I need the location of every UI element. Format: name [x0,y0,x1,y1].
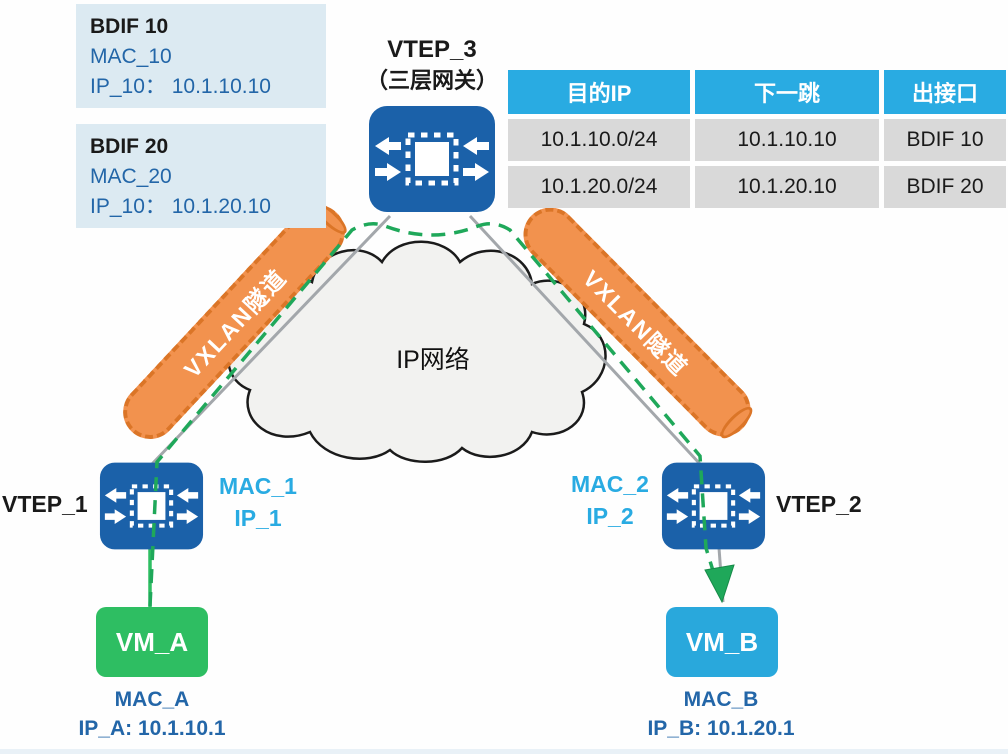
link-vtep2-vmb [717,547,725,603]
vxlan-tunnel-left: VXLAN隧道 [111,193,357,451]
vm-b-label: VM_B [685,626,759,657]
vxlan-tunnel-left-label: VXLAN隧道 [178,264,293,383]
routing-table: 目的IP 下一跳 出接口 10.1.10.0/24 10.1.10.10 BDI… [508,70,1006,208]
routing-table-header-next-hop: 下一跳 [695,70,879,114]
routing-table-cell: 10.1.20.0/24 [508,166,690,208]
vm-a-ip: IP_A: 10.1.10.1 [78,716,226,740]
routing-table-header-out-interface: 出接口 [884,70,1006,114]
routing-table-cell: 10.1.20.10 [695,166,879,208]
routing-table-header-dest-ip: 目的IP [508,70,690,114]
vtep2-router-icon [660,461,767,551]
vtep1-addr-label: MAC_1 IP_1 [198,470,318,534]
bottom-strip [0,749,1008,754]
vm-a-mac: MAC_A [114,688,190,711]
vm-b-ip: IP_B: 10.1.20.1 [647,716,795,740]
bdif10-mac: MAC_10 [90,44,172,68]
vtep2-name-label: VTEP_2 [776,491,862,517]
vtep3-heading: VTEP_3 （三层网关） [342,34,522,96]
traffic-flow-arrowhead [704,564,735,604]
vtep1-mac: MAC_1 [219,473,297,499]
vm-b-mac: MAC_B [683,688,759,711]
vm-a-box: VM_A [96,607,208,677]
vtep1-ip: IP_1 [234,505,282,532]
routing-table-cell: BDIF 10 [884,119,1006,161]
ip-network-label: IP网络 [396,346,470,374]
vtep1-router-icon [98,461,205,551]
vm-a-label: VM_A [115,626,189,657]
routing-table-cell: BDIF 20 [884,166,1006,208]
vtep1-name-label: VTEP_1 [2,491,88,517]
vm-b-box: VM_B [666,607,778,677]
bdif10-info-box: BDIF 10 MAC_10 IP_10： 10.1.10.10 [76,4,326,108]
vtep3-subtitle: （三层网关） [365,68,498,94]
bdif20-title: BDIF 20 [90,135,169,158]
bdif10-title: BDIF 10 [90,15,169,38]
vtep2-addr-label: MAC_2 IP_2 [550,468,670,532]
vtep3-router-icon [367,104,497,214]
vxlan-tunnel-right: VXLAN隧道 [512,196,762,448]
bdif20-mac: MAC_20 [90,164,172,188]
vtep2-mac: MAC_2 [571,471,649,497]
routing-table-cell: 10.1.10.0/24 [508,119,690,161]
vm-a-caption: MAC_A IP_A: 10.1.10.1 [47,686,257,744]
vtep3-name: VTEP_3 [387,36,477,63]
bdif20-ip: IP_10： 10.1.20.10 [90,194,271,218]
vtep2-ip: IP_2 [586,503,634,530]
vxlan-tunnel-right-label: VXLAN隧道 [577,265,694,382]
bdif20-info-box: BDIF 20 MAC_20 IP_10： 10.1.20.10 [76,124,326,228]
vm-b-caption: MAC_B IP_B: 10.1.20.1 [616,686,826,744]
bdif10-ip: IP_10： 10.1.10.10 [90,74,271,98]
tunnel-right-cap [716,402,757,443]
routing-table-cell: 10.1.10.10 [695,119,879,161]
